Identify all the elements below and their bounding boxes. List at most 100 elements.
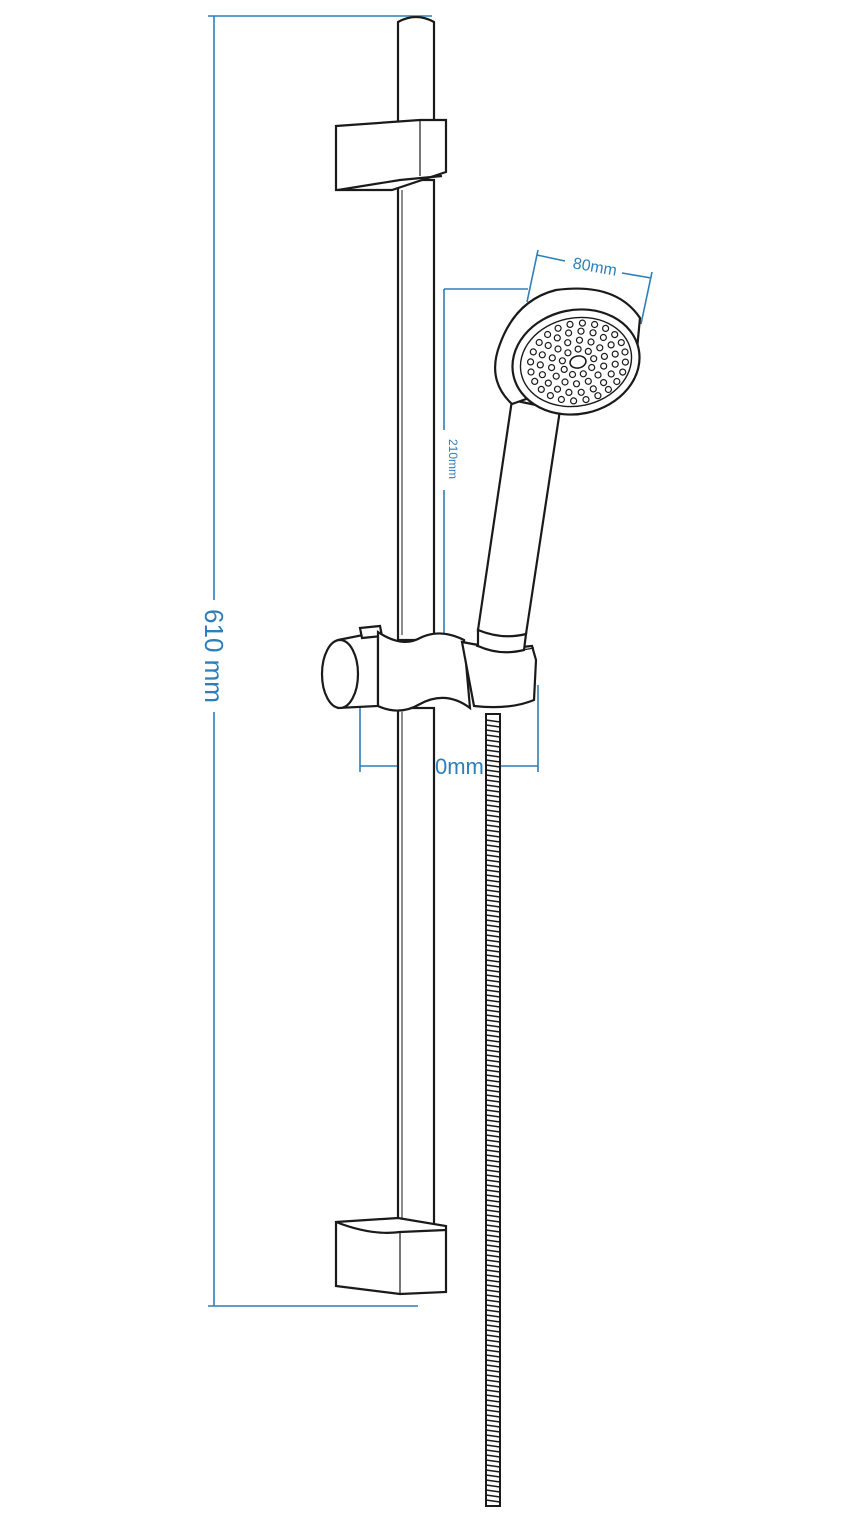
hose-rib xyxy=(485,824,501,828)
dimension-handset-length-label: 210mm xyxy=(446,439,460,479)
hose-rib xyxy=(485,959,501,963)
hose-rib xyxy=(485,814,501,818)
hose-rib xyxy=(485,924,501,928)
hose-rib xyxy=(485,1139,501,1143)
hose-rib xyxy=(485,1374,501,1378)
hose-rib xyxy=(485,739,501,743)
hose-rib xyxy=(485,1369,501,1373)
hose-rib xyxy=(485,884,501,888)
hose-rib xyxy=(485,1239,501,1243)
nozzle xyxy=(611,360,619,368)
hose-rib xyxy=(485,1334,501,1338)
nozzle xyxy=(554,324,562,332)
hose-rib xyxy=(485,1054,501,1058)
hose-rib xyxy=(485,1289,501,1293)
hose-rib xyxy=(485,1424,501,1428)
hose-rib xyxy=(485,1059,501,1063)
hose-rib xyxy=(485,1119,501,1123)
hose-rib xyxy=(485,719,501,723)
hose-rib xyxy=(485,1204,501,1208)
nozzle xyxy=(613,377,621,386)
hose-rib xyxy=(485,759,501,763)
hose-rib xyxy=(485,784,501,788)
hose-rib xyxy=(485,744,501,748)
hose-rib xyxy=(485,1039,501,1043)
hose-rib xyxy=(485,1249,501,1253)
hose-rib xyxy=(485,1019,501,1023)
dimension-overall-height xyxy=(208,15,432,1307)
nozzle xyxy=(554,345,562,353)
hose-rib xyxy=(485,1359,501,1363)
nozzle xyxy=(589,385,597,393)
hose-rib xyxy=(485,989,501,993)
hose-rib xyxy=(485,1114,501,1118)
hose-rib xyxy=(485,1194,501,1198)
hose-rib xyxy=(485,899,501,903)
hose-rib xyxy=(485,894,501,898)
hose-rib xyxy=(485,1024,501,1028)
hose-rib xyxy=(485,1124,501,1128)
hose-rib xyxy=(485,1449,501,1453)
hose-rib xyxy=(485,1494,501,1498)
hose-rib xyxy=(485,1434,501,1438)
nozzle xyxy=(535,338,543,347)
hose-rib xyxy=(485,1169,501,1173)
hose-rib xyxy=(485,1469,501,1473)
hose-rib xyxy=(485,834,501,838)
hose-rib xyxy=(485,844,501,848)
nozzle xyxy=(544,341,552,350)
hose-rib xyxy=(485,854,501,858)
nozzle xyxy=(566,320,574,328)
hose-rib xyxy=(485,734,501,738)
nozzle xyxy=(582,396,590,404)
nozzle xyxy=(565,388,573,396)
hose-rib xyxy=(485,1409,501,1413)
hose-rib xyxy=(485,949,501,953)
nozzle xyxy=(564,339,572,347)
hose-rib xyxy=(485,944,501,948)
hose-rib xyxy=(485,1004,501,1008)
hose-rib xyxy=(485,1184,501,1188)
hose-rib xyxy=(485,1344,501,1348)
hose-rib xyxy=(485,794,501,798)
hose-rib xyxy=(485,909,501,913)
hose-rib xyxy=(485,1224,501,1228)
hose-rib xyxy=(485,999,501,1003)
nozzle xyxy=(604,385,613,394)
hose-rib xyxy=(485,1419,501,1423)
hose-rib xyxy=(485,1244,501,1248)
hose-rib xyxy=(485,864,501,868)
nozzle xyxy=(548,354,556,362)
hose-rib xyxy=(485,1274,501,1278)
hose-rib xyxy=(485,1399,501,1403)
hose-rib xyxy=(485,869,501,873)
hose-rib xyxy=(485,1149,501,1153)
hose-rib xyxy=(485,1154,501,1158)
hose-rib xyxy=(485,849,501,853)
nozzle xyxy=(621,348,629,356)
hose-rib xyxy=(485,919,501,923)
nozzle xyxy=(600,352,609,360)
hose-rib xyxy=(485,1099,501,1103)
hose-rib xyxy=(485,1379,501,1383)
hose-rib xyxy=(485,1134,501,1138)
nozzle xyxy=(537,385,545,393)
hose-ribs xyxy=(485,719,501,1503)
hose-rib xyxy=(485,1414,501,1418)
nozzle xyxy=(574,345,582,353)
nozzle xyxy=(578,319,587,327)
hose-rib xyxy=(485,764,501,768)
hose-rib xyxy=(485,1314,501,1318)
nozzle xyxy=(584,347,592,355)
hose-rib xyxy=(485,874,501,878)
hose-rib xyxy=(485,1064,501,1068)
top-wall-bracket xyxy=(334,118,448,192)
hose-rib xyxy=(485,1339,501,1343)
nozzle xyxy=(599,379,608,387)
nozzle xyxy=(599,333,608,342)
nozzle xyxy=(594,371,602,379)
hose-rib xyxy=(485,1074,501,1078)
hose-rib xyxy=(485,1464,501,1468)
